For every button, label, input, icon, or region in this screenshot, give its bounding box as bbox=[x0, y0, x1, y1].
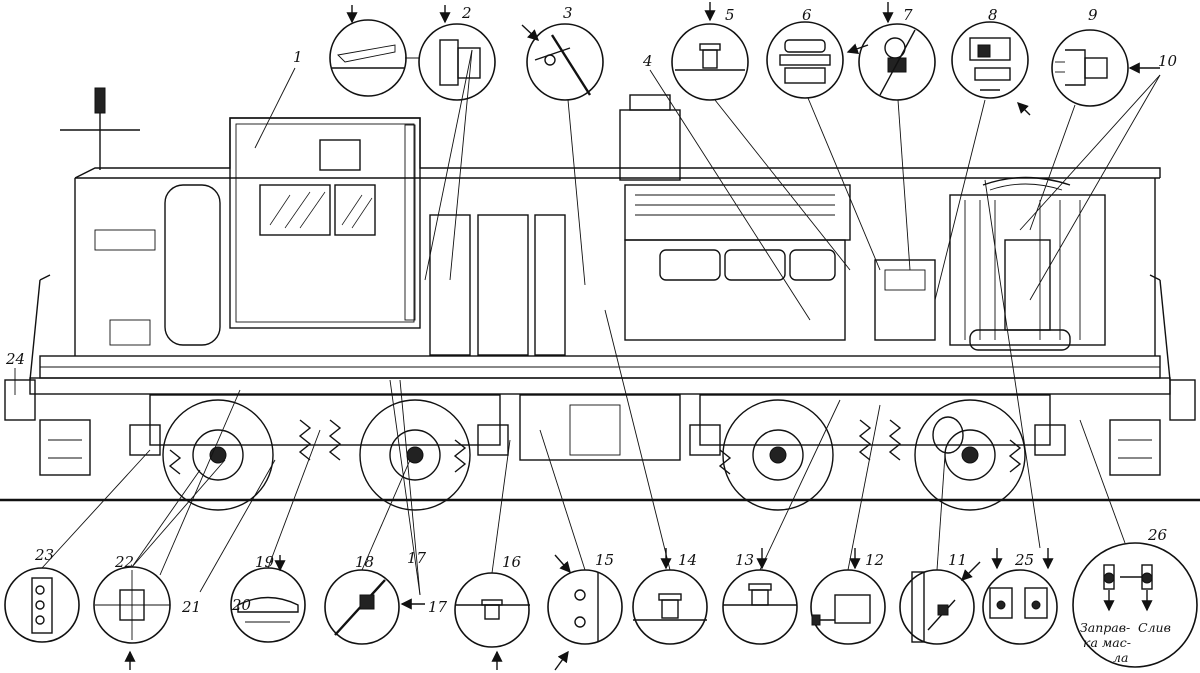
callout-labels: 1 2 3 4 5 6 7 8 9 10 11 12 13 14 15 16 1… bbox=[5, 4, 1178, 616]
detail-circle-bottom-14 bbox=[632, 569, 708, 645]
callout-26: 26 bbox=[1147, 526, 1168, 544]
top-arrows bbox=[346, 2, 1160, 116]
caption-refill-3: ла bbox=[1113, 650, 1128, 665]
detail-circle-top-3 bbox=[526, 23, 604, 101]
callout-19: 19 bbox=[255, 553, 275, 571]
callout-21: 21 bbox=[181, 598, 201, 616]
callout-14: 14 bbox=[678, 551, 697, 569]
oil-captions: Заправ- ка мас- ла Слив bbox=[1080, 620, 1171, 665]
detail-circle-top-5 bbox=[671, 23, 749, 101]
caption-refill-2: ка мас- bbox=[1083, 635, 1131, 650]
callout-17-left: 17 bbox=[428, 598, 448, 616]
detail-circle-bottom-13 bbox=[722, 569, 798, 645]
callout-25: 25 bbox=[1014, 551, 1034, 569]
detail-circle-top-7 bbox=[858, 23, 936, 101]
caption-refill-1: Заправ- bbox=[1080, 620, 1130, 635]
callout-8: 8 bbox=[988, 6, 998, 24]
rear-bogie bbox=[689, 394, 1066, 511]
detail-circle-bottom-15 bbox=[547, 569, 623, 645]
callout-1: 1 bbox=[293, 48, 303, 66]
callout-5: 5 bbox=[725, 6, 735, 24]
callout-17-right: 17 bbox=[407, 549, 427, 567]
detail-circle-bottom-23 bbox=[4, 567, 80, 643]
callout-15: 15 bbox=[595, 551, 614, 569]
callout-9: 9 bbox=[1088, 6, 1098, 24]
detail-circle-bottom-18 bbox=[324, 569, 400, 645]
callout-24: 24 bbox=[5, 350, 25, 368]
callout-22: 22 bbox=[114, 553, 134, 571]
detail-circle-top-9 bbox=[1051, 29, 1129, 107]
detail-circle-top-6 bbox=[766, 21, 844, 99]
detail-circle-top-8 bbox=[951, 21, 1029, 99]
leader-lines bbox=[14, 49, 1161, 596]
callout-16: 16 bbox=[502, 553, 522, 571]
callout-23: 23 bbox=[34, 546, 54, 564]
callout-11: 11 bbox=[948, 551, 967, 569]
detail-circle-bottom-16 bbox=[454, 572, 530, 648]
callout-20: 20 bbox=[231, 596, 252, 614]
callout-18: 18 bbox=[355, 553, 374, 571]
callout-3: 3 bbox=[563, 4, 573, 22]
detail-circle-bottom-12 bbox=[810, 569, 886, 645]
caption-drain: Слив bbox=[1138, 620, 1171, 635]
front-bogie bbox=[129, 394, 509, 511]
detail-circle-top-2 bbox=[418, 23, 496, 101]
callout-10: 10 bbox=[1158, 52, 1178, 70]
detail-circle-bottom-19 bbox=[230, 567, 306, 643]
detail-circle-bottom-11 bbox=[899, 569, 975, 645]
callout-12: 12 bbox=[865, 551, 884, 569]
detail-circle-bottom-26 bbox=[1072, 542, 1198, 668]
callout-13: 13 bbox=[735, 551, 754, 569]
detail-circle-bottom-22 bbox=[93, 566, 171, 644]
detail-circle-bottom-25 bbox=[982, 569, 1058, 645]
locomotive-body bbox=[4, 87, 1196, 476]
callout-2: 2 bbox=[461, 4, 472, 22]
callout-6: 6 bbox=[802, 6, 812, 24]
callout-4: 4 bbox=[642, 52, 653, 70]
callout-7: 7 bbox=[903, 6, 913, 24]
bottom-arrows bbox=[124, 548, 1054, 671]
